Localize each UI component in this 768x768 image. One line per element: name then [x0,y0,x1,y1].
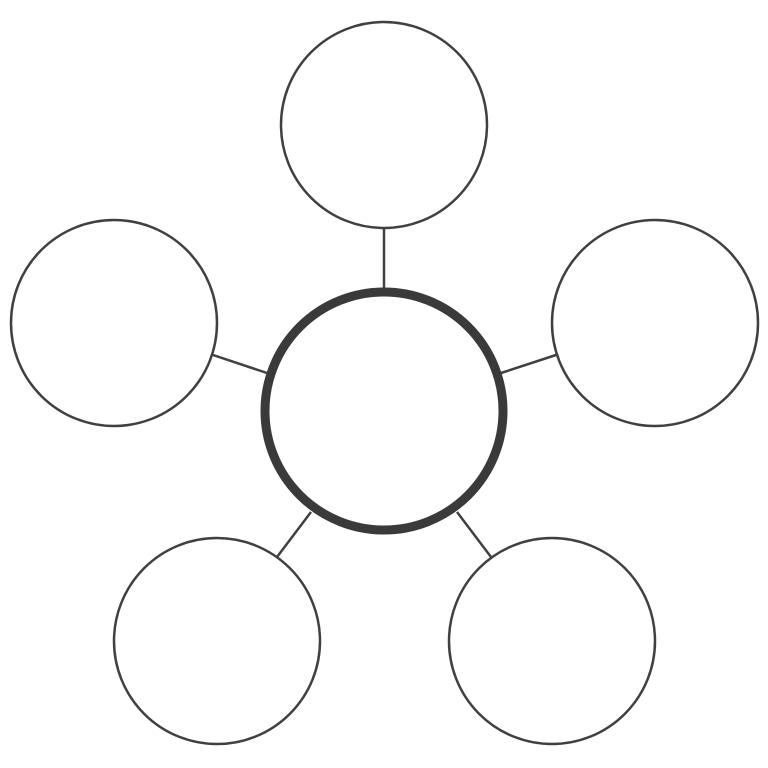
connector-left [212,353,268,375]
satellite-node-right [550,218,760,428]
connector-right [500,353,557,375]
satellite-node-bottom-left [112,536,322,746]
satellite-node-bottom-right [447,536,657,746]
connector-bottom-right [456,511,492,558]
connector-bottom-left [276,511,312,558]
satellite-node-top [279,20,489,230]
center-node [260,287,508,535]
satellite-node-left [9,218,219,428]
